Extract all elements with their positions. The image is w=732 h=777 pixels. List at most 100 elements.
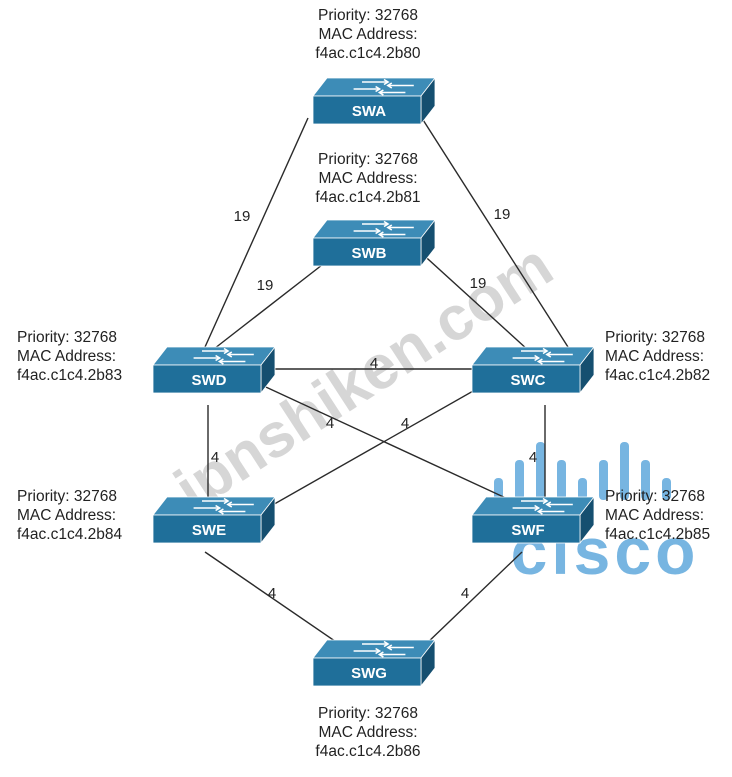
mac-label: MAC Address:	[318, 26, 418, 43]
link-cost-swc-swe: 4	[401, 415, 409, 432]
switch-swc[interactable]: SWC	[471, 345, 595, 395]
switch-swe[interactable]: SWE	[152, 495, 276, 545]
switches-layer: SWA SWB SWC SWD SWE SWF SWG	[152, 76, 595, 688]
priority-value: 32768	[661, 329, 705, 346]
priority-label: Priority:	[17, 329, 70, 346]
switch-top-face	[471, 496, 595, 516]
links-layer	[204, 111, 569, 649]
cisco-logo-bar-6	[599, 460, 608, 500]
switch-arrows-icon	[193, 347, 254, 365]
cisco-logo-bar-7	[620, 442, 629, 500]
mac-label: MAC Address:	[318, 170, 418, 187]
mac-value: f4ac.c1c4.2b82	[605, 367, 711, 384]
cisco-logo-bar-5	[578, 478, 587, 500]
link-cost-swd-swf: 4	[326, 415, 334, 432]
priority-value: 32768	[374, 7, 418, 24]
mac-label: MAC Address:	[605, 507, 705, 524]
priority-value: 32768	[73, 329, 117, 346]
switch-swb[interactable]: SWB	[312, 218, 436, 268]
switch-arrows-icon	[353, 78, 414, 96]
mac-label: MAC Address:	[17, 348, 117, 365]
switch-name: SWG	[351, 665, 387, 682]
switch-arrows-icon	[353, 220, 414, 238]
link-swb-swc	[417, 249, 529, 351]
switch-name: SWE	[192, 522, 226, 539]
switch-front-face	[312, 657, 422, 687]
priority-line: Priority: 32768	[17, 328, 122, 347]
link-cost-swa-swc: 19	[494, 206, 511, 223]
switch-top-face	[312, 77, 436, 97]
priority-label: Priority:	[17, 488, 70, 505]
link-swb-swd	[209, 264, 323, 353]
priority-value: 32768	[374, 705, 418, 722]
cisco-logo-bar-3	[536, 442, 545, 500]
priority-label: Priority:	[318, 705, 371, 722]
switch-front-face	[152, 364, 262, 394]
switch-name: SWA	[352, 103, 386, 120]
switch-top-face	[152, 346, 276, 366]
mac-value: f4ac.c1c4.2b81	[315, 189, 421, 206]
switch-front-face	[152, 514, 262, 544]
priority-value: 32768	[374, 151, 418, 168]
priority-label: Priority:	[605, 488, 658, 505]
link-cost-swf-swg: 4	[461, 585, 469, 602]
mac-label: MAC Address:	[605, 348, 705, 365]
switch-name: SWF	[511, 522, 544, 539]
priority-line: Priority: 32768	[605, 487, 710, 506]
switch-front-face	[471, 514, 581, 544]
link-swf-swg	[424, 551, 523, 646]
switch-name: SWC	[511, 372, 546, 389]
link-cost-swd-swe: 4	[211, 449, 219, 466]
priority-value: 32768	[73, 488, 117, 505]
switch-top-face	[152, 496, 276, 516]
cisco-logo-bar-8	[641, 460, 650, 500]
mac-label: MAC Address:	[17, 507, 117, 524]
link-cost-swa-swd: 19	[234, 208, 251, 225]
priority-line: Priority: 32768	[17, 487, 122, 506]
switch-top-face	[471, 346, 595, 366]
cisco-logo-bar-4	[557, 460, 566, 500]
priority-line: Priority: 32768	[288, 6, 448, 25]
switch-swf[interactable]: SWF	[471, 495, 595, 545]
link-swc-swe	[254, 377, 497, 516]
switch-front-face	[471, 364, 581, 394]
mac-value: f4ac.c1c4.2b86	[315, 743, 421, 760]
switch-arrows-icon	[512, 497, 573, 515]
cisco-logo-bar-1	[494, 478, 503, 500]
link-swa-swd	[204, 117, 309, 348]
switch-name: SWB	[352, 245, 387, 262]
priority-label: Priority:	[318, 7, 371, 24]
switch-front-face	[312, 237, 422, 267]
switch-swd[interactable]: SWD	[152, 345, 276, 395]
switch-arrows-icon	[353, 640, 414, 658]
link-cost-swb-swc: 19	[470, 275, 487, 292]
mac-value: f4ac.c1c4.2b83	[17, 367, 123, 384]
switch-front-face	[312, 95, 422, 125]
link-swe-swg	[204, 551, 346, 649]
mac-value: f4ac.c1c4.2b85	[605, 526, 711, 543]
link-swd-swf	[254, 381, 511, 501]
switch-top-face	[312, 639, 436, 659]
switch-swa[interactable]: SWA	[312, 76, 436, 126]
priority-label: Priority:	[318, 151, 371, 168]
link-cost-swb-swd: 19	[257, 277, 274, 294]
mac-value: f4ac.c1c4.2b84	[17, 526, 123, 543]
priority-line: Priority: 32768	[605, 328, 710, 347]
link-swa-swc	[417, 111, 569, 348]
switch-swg[interactable]: SWG	[312, 638, 436, 688]
cisco-logo-bar-9	[662, 478, 671, 500]
mac-value: f4ac.c1c4.2b80	[315, 45, 421, 62]
priority-line: Priority: 32768	[288, 704, 448, 723]
link-cost-swc-swf: 4	[529, 449, 537, 466]
link-cost-swe-swg: 4	[268, 585, 276, 602]
